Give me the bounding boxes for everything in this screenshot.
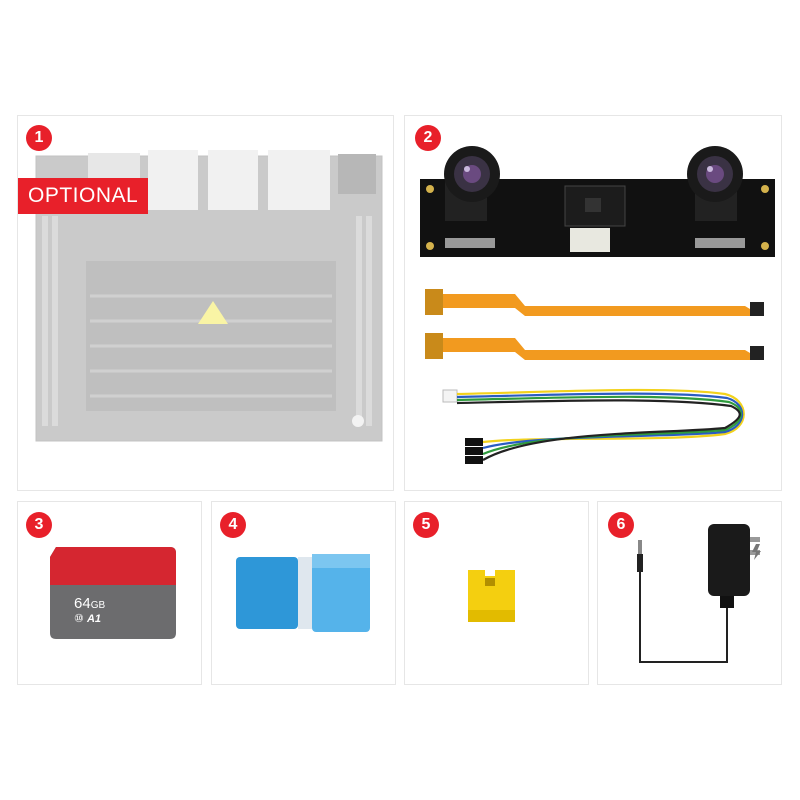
microsd-card-icon: 64GB ⑩ A1 — [50, 547, 176, 639]
item-number-badge: 2 — [415, 125, 441, 151]
item-number-badge: 1 — [26, 125, 52, 151]
item-number-badge: 6 — [608, 512, 634, 538]
jumper-cap-icon — [468, 570, 515, 622]
item-panel-1: 1 OPTIONAL — [17, 115, 394, 491]
item-panel-2: 2 — [404, 115, 782, 491]
item-number-badge: 3 — [26, 512, 52, 538]
item-panel-5: 5 — [404, 501, 589, 685]
stereo-camera-module-icon — [420, 146, 775, 464]
card-capacity: 64 — [74, 595, 91, 612]
item-number-badge: 4 — [220, 512, 246, 538]
card-speed-class: ⑩ — [74, 613, 84, 625]
card-capacity-unit: GB — [90, 600, 106, 611]
optional-tag: OPTIONAL — [18, 178, 149, 214]
item-panel-6: 6 — [597, 501, 782, 685]
power-adapter-icon — [637, 524, 761, 663]
card-app-rating: A1 — [86, 613, 101, 625]
jetson-nano-board-icon — [35, 150, 383, 442]
card-reader-icon — [236, 554, 370, 632]
item-panel-3: 3 64GB ⑩ A1 — [17, 501, 202, 685]
item-panel-4: 4 — [211, 501, 396, 685]
item-number-badge: 5 — [413, 512, 439, 538]
